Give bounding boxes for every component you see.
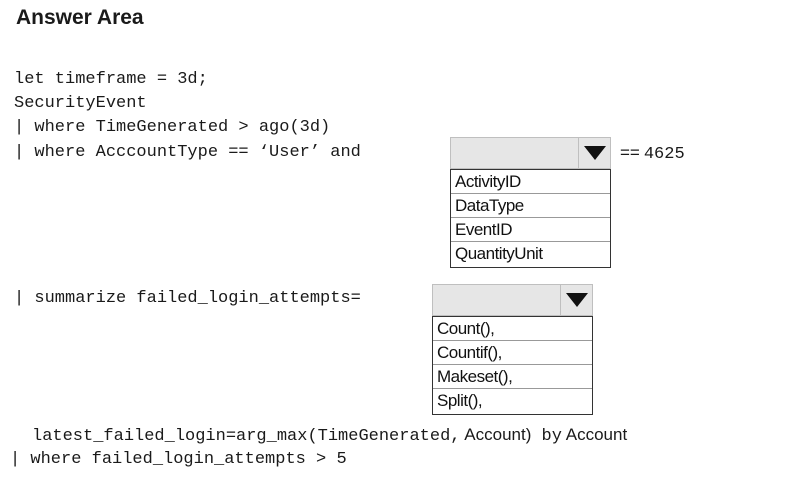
- failed-login-attempts-label: failed_login_attempts=: [126, 289, 361, 308]
- event-id-value: 4625: [643, 145, 685, 164]
- code-line-where-failed: | where failed_login_attempts > 5: [10, 450, 347, 469]
- code-line-timeframe: let timeframe = 3d;: [14, 70, 208, 89]
- code-line-where-time: | where TimeGenerated > ago(3d): [14, 118, 331, 137]
- option-quantityunit[interactable]: QuantityUnit: [455, 244, 543, 263]
- dropdown-field-options: ActivityID DataType EventID QuantityUnit: [450, 169, 611, 268]
- option-eventid[interactable]: EventID: [451, 218, 610, 242]
- dropdown-field-selector[interactable]: [450, 137, 611, 169]
- dropdown-function-options: Count(), Countif(), Makeset(), Split(),: [432, 316, 593, 415]
- code-line-eq-suffix: == 4625: [620, 143, 685, 165]
- option-split[interactable]: Split(),: [437, 391, 483, 410]
- equals-operator: ==: [620, 143, 640, 162]
- dropdown-function-selector[interactable]: [432, 284, 593, 316]
- code-line-table: SecurityEvent: [14, 94, 147, 113]
- code-line-arg-max: latest_failed_login=arg_max(TimeGenerate…: [32, 425, 627, 447]
- answer-area-title: Answer Area: [16, 6, 144, 29]
- option-makeset[interactable]: Makeset(),: [433, 365, 592, 389]
- option-datatype[interactable]: DataType: [451, 194, 610, 218]
- by-account: Account: [561, 425, 628, 444]
- code-line-where-account: | where AcccountType == ‘User’ and: [14, 143, 361, 162]
- dropdown-arrow-icon[interactable]: [578, 138, 610, 168]
- option-countif[interactable]: Countif(),: [433, 341, 592, 365]
- arg-max-account: Account): [460, 425, 532, 444]
- dropdown-arrow-icon[interactable]: [560, 285, 592, 315]
- option-count[interactable]: Count(),: [433, 317, 592, 341]
- by-keyword: by: [531, 427, 562, 446]
- option-activityid[interactable]: ActivityID: [451, 170, 610, 194]
- code-line-summarize: | summarize failed_login_attempts=: [14, 288, 361, 309]
- arg-max-expr: latest_failed_login=arg_max(TimeGenerate…: [32, 427, 461, 446]
- summarize-keyword: | summarize: [14, 289, 127, 308]
